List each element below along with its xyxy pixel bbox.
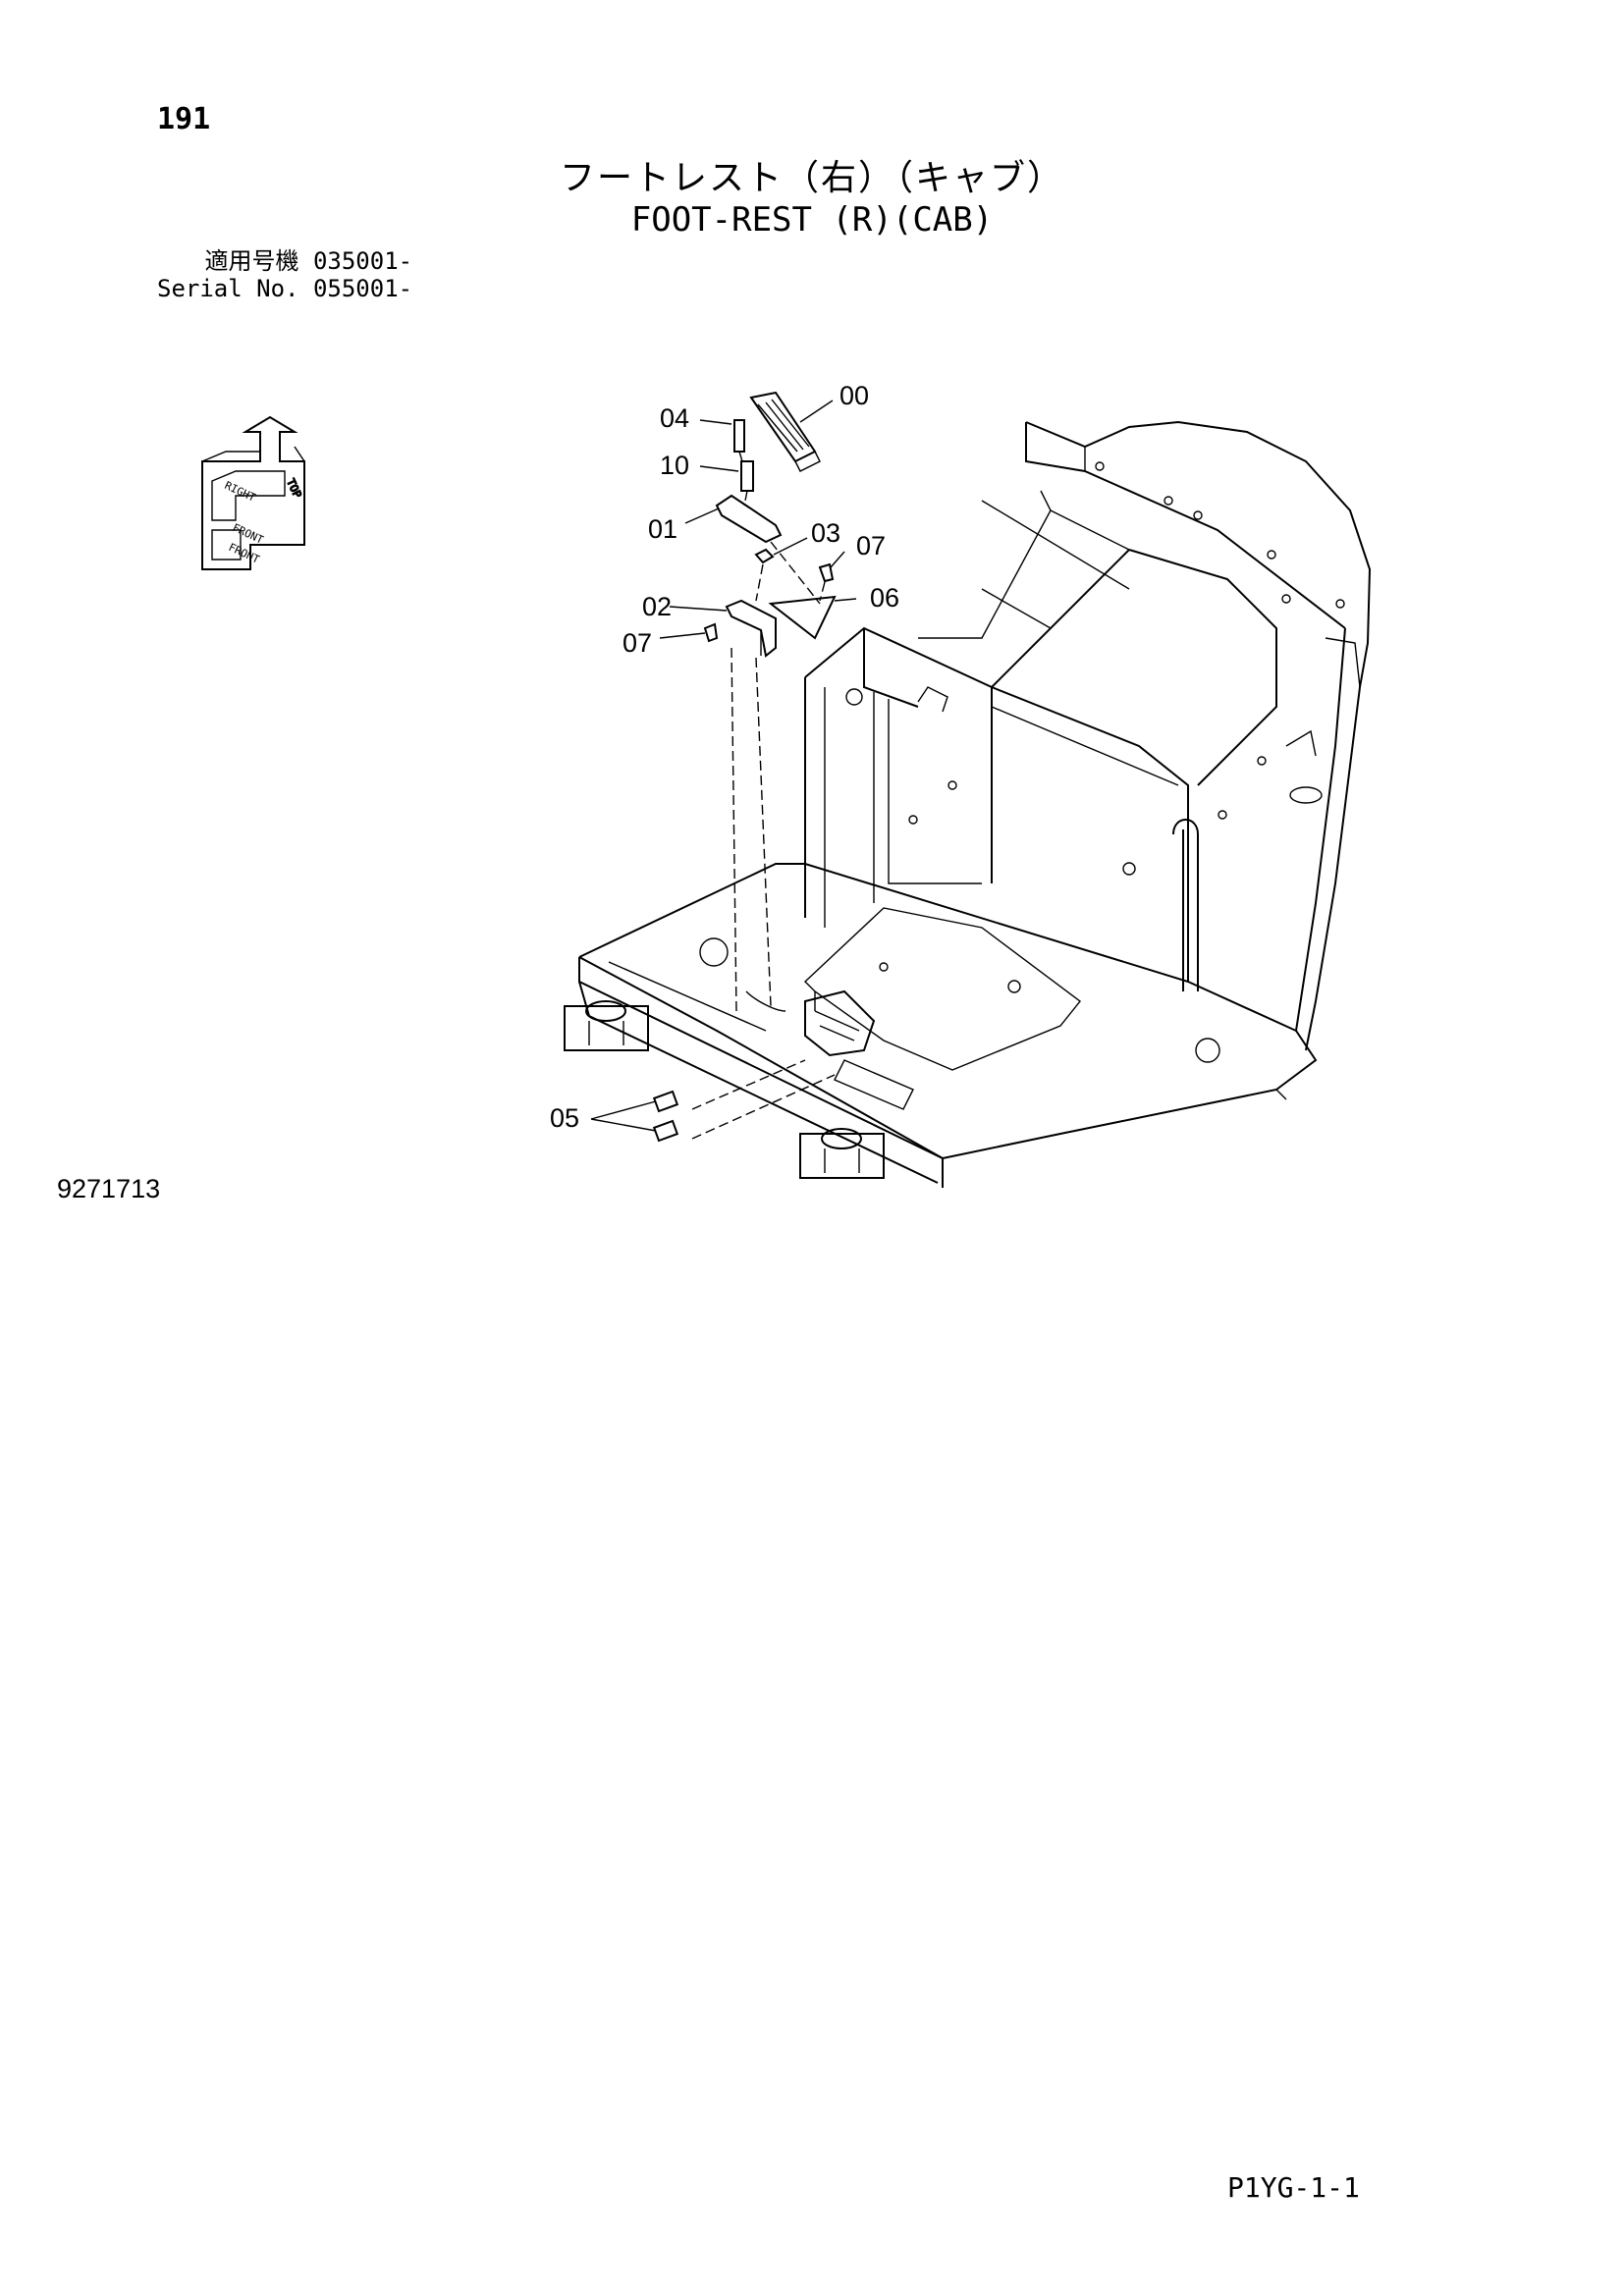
drawing-number: 9271713	[57, 1174, 161, 1203]
page-title-jp: フートレスト（右）（キャブ）	[559, 158, 1064, 198]
orientation-cube-icon: TOP RIGHT FRONT FRONT	[201, 415, 305, 570]
cab-mount-right	[799, 1128, 885, 1179]
serial-jp-label: 適用号機	[204, 247, 299, 275]
serial-jp-row: 適用号機 035001-	[157, 247, 413, 275]
callout-01: 01	[648, 514, 677, 544]
serial-en-label: Serial No.	[157, 275, 299, 302]
callout-07-upper: 07	[856, 531, 886, 561]
page-title-en: FOOT-REST (R)(CAB)	[630, 200, 994, 240]
callout-02: 02	[642, 592, 672, 621]
page-code: P1YG-1-1	[1227, 2171, 1360, 2204]
callout-03: 03	[811, 518, 840, 548]
cab-frame-drawing	[564, 420, 1372, 1188]
orientation-top-label: TOP	[284, 477, 303, 501]
cab-mount-left	[564, 1000, 649, 1051]
serial-jp-value: 035001-	[312, 247, 413, 275]
callout-leaders	[590, 400, 857, 1132]
callout-10: 10	[660, 451, 689, 480]
serial-en-row: Serial No. 055001-	[157, 275, 412, 302]
foot-rest-parts	[652, 391, 837, 1143]
page-number: 191	[157, 102, 211, 136]
callout-00: 00	[839, 381, 869, 410]
callout-06: 06	[870, 583, 899, 613]
orientation-right-label: RIGHT	[223, 479, 258, 505]
serial-block: 適用号機 035001- Serial No. 055001-	[157, 247, 412, 302]
callout-04: 04	[660, 403, 689, 433]
callout-07-lower: 07	[623, 628, 652, 658]
callout-05: 05	[550, 1103, 579, 1133]
serial-en-value: 055001-	[312, 275, 413, 302]
